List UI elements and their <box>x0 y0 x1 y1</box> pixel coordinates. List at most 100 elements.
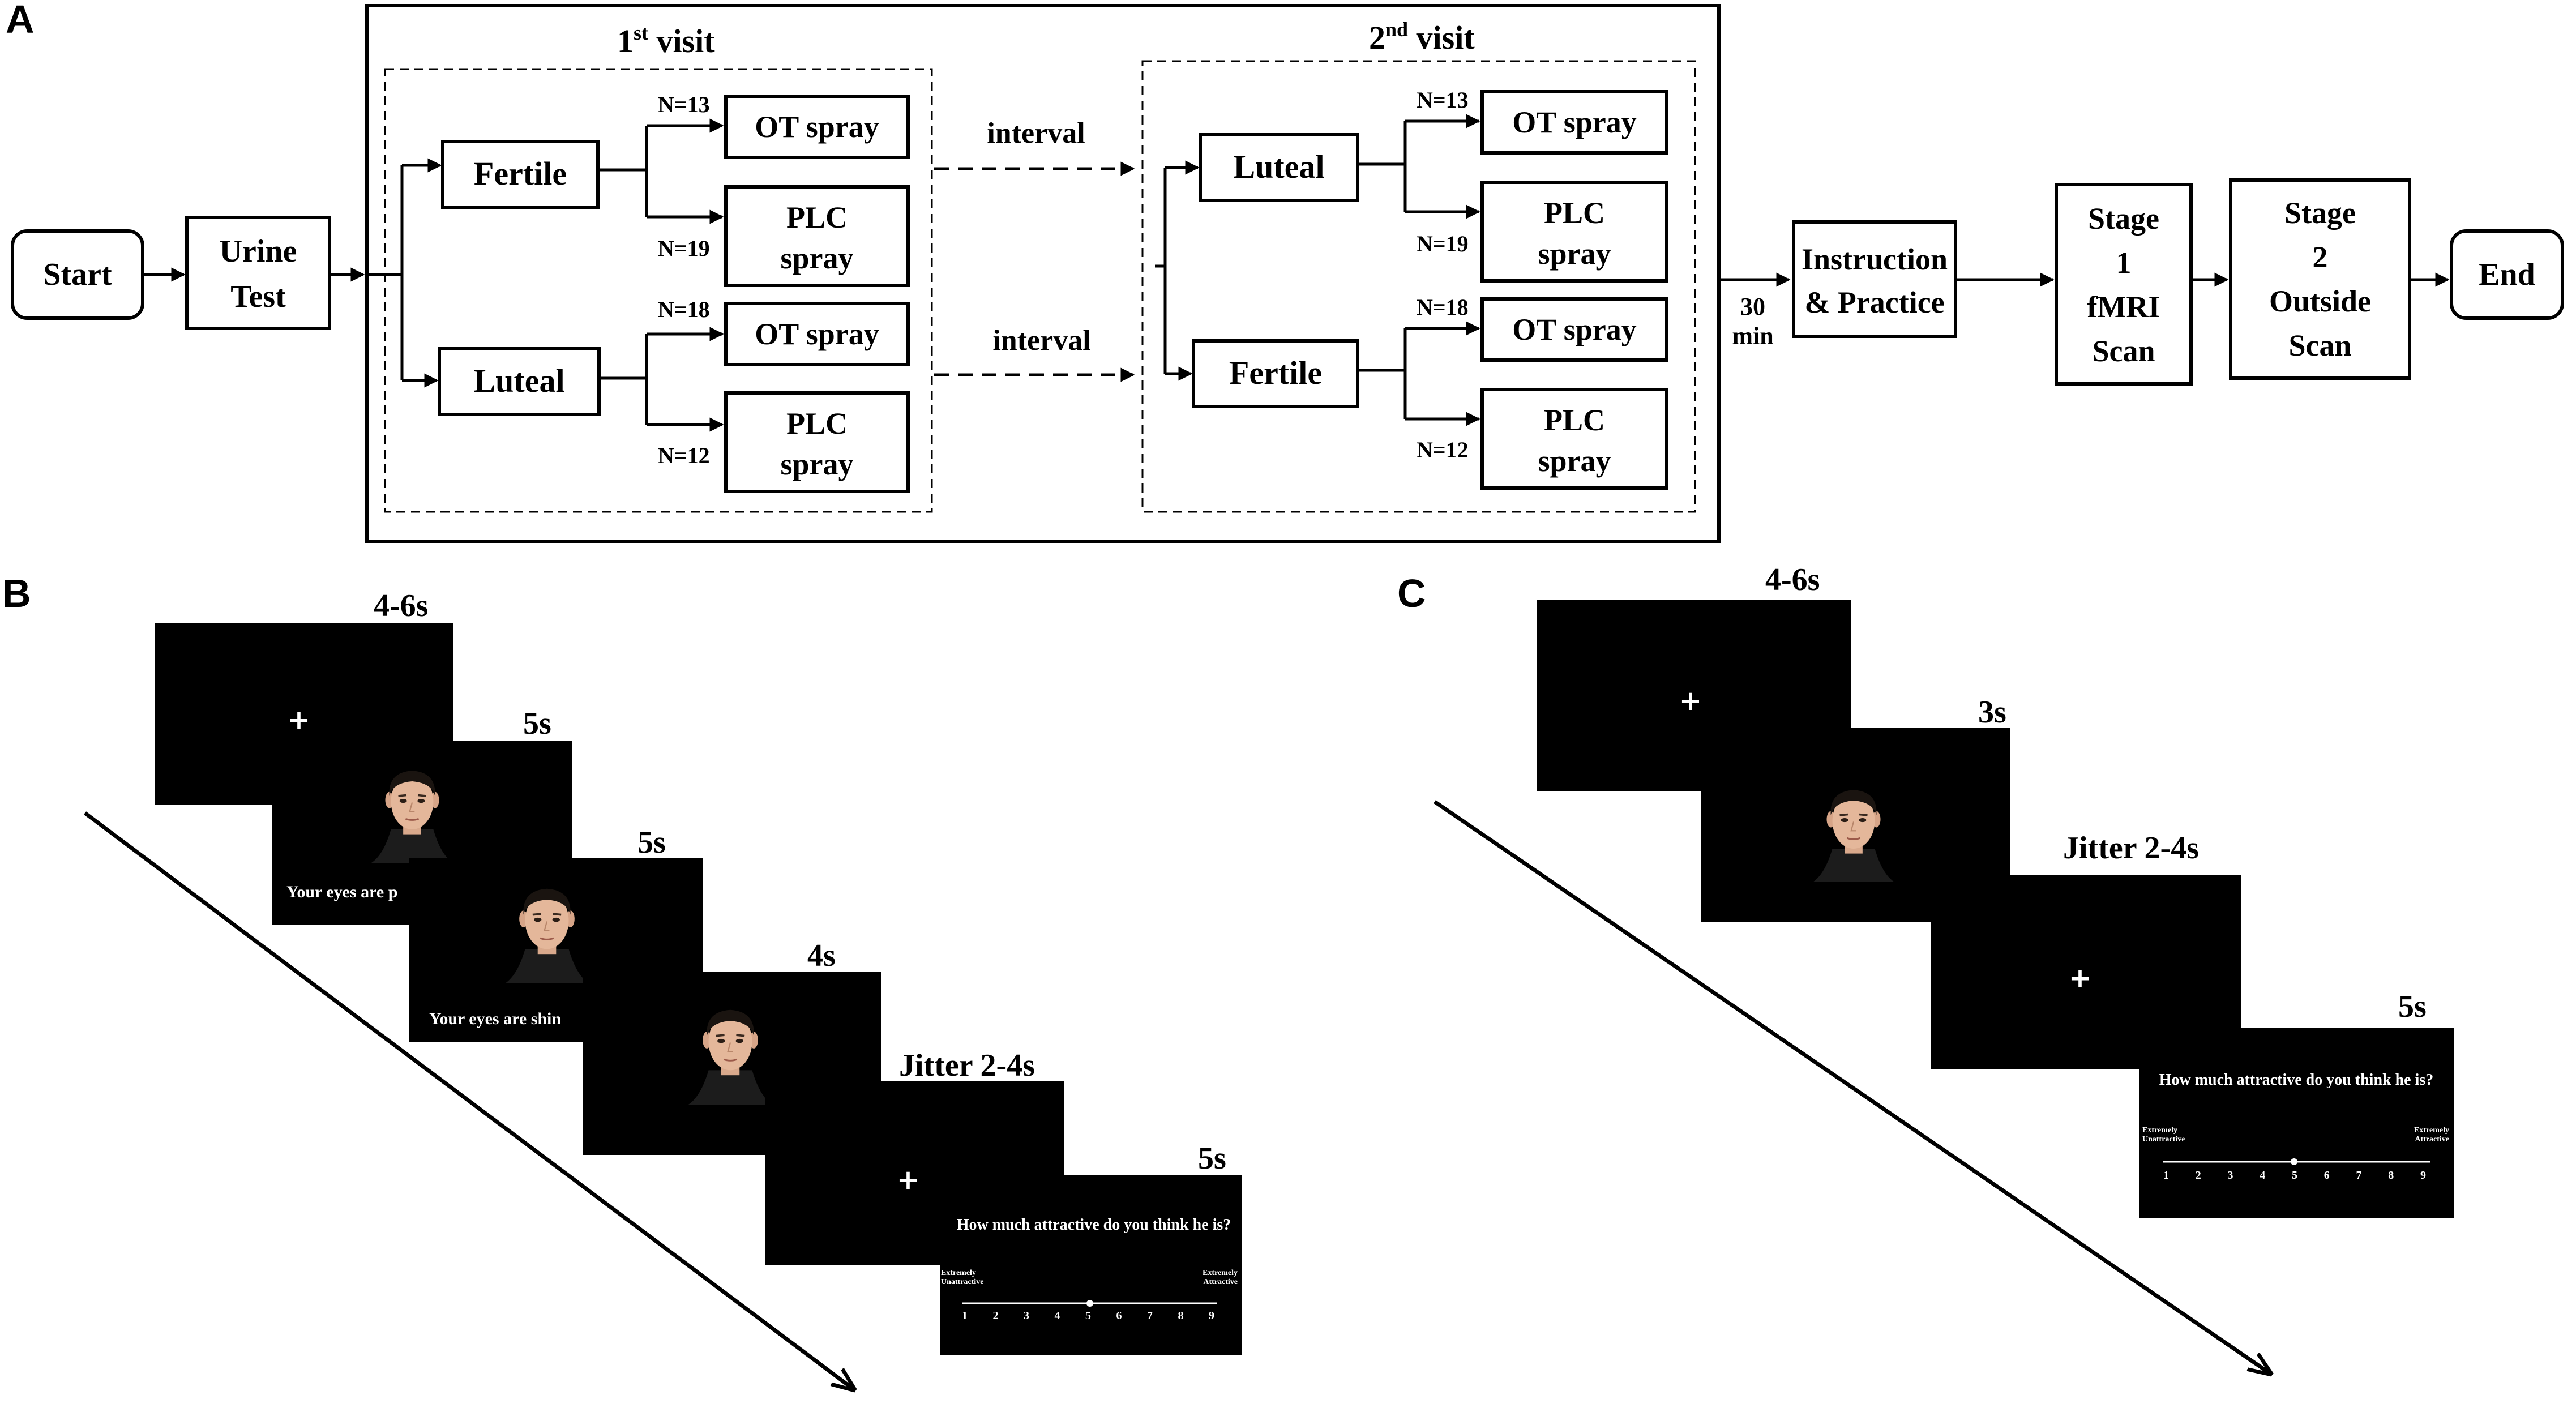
time-b3: 5s <box>637 825 666 860</box>
rating-question-b: How much attractive do you think he is? <box>957 1216 1231 1234</box>
scale-number: 3 <box>1024 1310 1029 1322</box>
screen-c4-rating <box>2139 1028 2454 1218</box>
end-node <box>2450 229 2564 320</box>
n-label-luteal2-ot: N=13 <box>1417 87 1469 113</box>
luteal-label-visit2: Luteal <box>1233 148 1324 185</box>
plc-spray-node-fertile1 <box>724 185 910 287</box>
panel-label-b: B <box>2 571 31 615</box>
fertile-label-visit1: Fertile <box>474 155 567 192</box>
time-c4: 5s <box>2398 989 2427 1024</box>
stage1-node <box>2055 183 2193 386</box>
scale-number: 7 <box>2356 1169 2362 1182</box>
ot-spray-node-fertile2 <box>1480 297 1668 362</box>
scale-number: 4 <box>1055 1310 1060 1322</box>
visit2-title: 2nd visit <box>1369 18 1475 56</box>
fertile-node-visit2 <box>1192 339 1359 408</box>
scale-number: 8 <box>2388 1169 2394 1182</box>
scale-number: 2 <box>2196 1169 2201 1182</box>
n-label-fertile2-ot: N=18 <box>1417 294 1469 320</box>
luteal-label-visit1: Luteal <box>473 362 564 399</box>
caption-b3: Your eyes are shin <box>429 1009 561 1028</box>
plc-spray-node-luteal1 <box>724 391 910 493</box>
rating-scale-marker-b <box>1086 1300 1093 1307</box>
fixation-cross-c3: + <box>2069 962 2091 994</box>
interval-label-top: interval <box>987 117 1085 149</box>
ot-spray-label-luteal2: OT spray <box>1512 105 1637 139</box>
time-b1: 4-6s <box>374 588 428 623</box>
time-c2: 3s <box>1978 695 2006 730</box>
scale-number: 9 <box>1209 1310 1214 1322</box>
ot-spray-node-fertile1 <box>724 95 910 159</box>
fertile-node-visit1 <box>441 140 600 209</box>
scale-number: 5 <box>1085 1310 1091 1322</box>
n-label-fertile2-plc: N=12 <box>1417 437 1469 463</box>
scale-number: 5 <box>2292 1169 2297 1182</box>
scale-number: 1 <box>962 1310 968 1322</box>
plc-spray-node-fertile2 <box>1480 388 1668 490</box>
visit1-title: 1st visit <box>617 22 715 59</box>
scale-number: 7 <box>1147 1310 1153 1322</box>
scale-number: 4 <box>2260 1169 2265 1182</box>
start-label: Start <box>43 257 112 292</box>
time-arrow-c <box>1434 800 2270 1374</box>
rating-question-c: How much attractive do you think he is? <box>2159 1071 2434 1089</box>
time-b5: Jitter 2-4s <box>899 1048 1035 1083</box>
ot-spray-label-fertile1: OT spray <box>755 110 879 144</box>
n-label-fertile1-ot: N=13 <box>658 92 710 117</box>
rating-scale-marker-c <box>2291 1158 2297 1165</box>
time-arrow-b <box>83 811 854 1389</box>
fertile-label-visit2: Fertile <box>1229 354 1322 391</box>
label-30: 30 <box>1740 293 1765 320</box>
screen-b6-rating <box>940 1175 1242 1355</box>
rating-scale-numbers-b: 1 2 3 4 5 6 7 8 9 <box>962 1310 1214 1322</box>
fixation-cross-b1: + <box>288 704 310 736</box>
instruction-label: Instruction& Practice <box>1802 242 1948 319</box>
urine-test-node <box>185 216 331 330</box>
plc-spray-node-luteal2 <box>1480 181 1668 283</box>
visits-frame <box>365 4 1721 543</box>
luteal-node-visit2 <box>1199 133 1359 202</box>
scale-number: 1 <box>2163 1169 2169 1182</box>
scale-number: 8 <box>1178 1310 1184 1322</box>
end-label: End <box>2479 257 2535 292</box>
n-label-luteal2-plc: N=19 <box>1417 231 1469 256</box>
time-b6: 5s <box>1198 1141 1226 1176</box>
visit2-dashed-box <box>1141 60 1696 513</box>
scale-number: 2 <box>993 1310 999 1322</box>
scale-number: 9 <box>2420 1169 2426 1182</box>
scale-number: 6 <box>2324 1169 2330 1182</box>
visit1-dashed-box <box>384 68 933 513</box>
fixation-cross-c1: + <box>1679 685 1702 717</box>
time-b2: 5s <box>523 706 551 741</box>
rating-scale-numbers-c: 1 2 3 4 5 6 7 8 9 <box>2163 1169 2426 1182</box>
ot-spray-node-luteal2 <box>1480 90 1668 155</box>
instruction-node <box>1792 220 1957 338</box>
n-label-luteal1-plc: N=12 <box>658 443 710 468</box>
time-c1: 4-6s <box>1765 562 1820 597</box>
n-label-fertile1-plc: N=19 <box>658 236 710 261</box>
interval-label-bottom: interval <box>992 324 1090 357</box>
ot-spray-label-fertile2: OT spray <box>1512 313 1637 346</box>
label-min: min <box>1732 322 1773 350</box>
time-b4: 4s <box>807 938 836 973</box>
panel-label-a: A <box>6 0 35 41</box>
n-label-luteal1-ot: N=18 <box>658 297 710 322</box>
time-c3: Jitter 2-4s <box>2063 831 2199 866</box>
panel-label-c: C <box>1397 571 1426 615</box>
scale-number: 6 <box>1116 1310 1122 1322</box>
scale-number: 3 <box>2228 1169 2233 1182</box>
luteal-node-visit1 <box>438 347 601 416</box>
ot-spray-node-luteal1 <box>724 302 910 366</box>
